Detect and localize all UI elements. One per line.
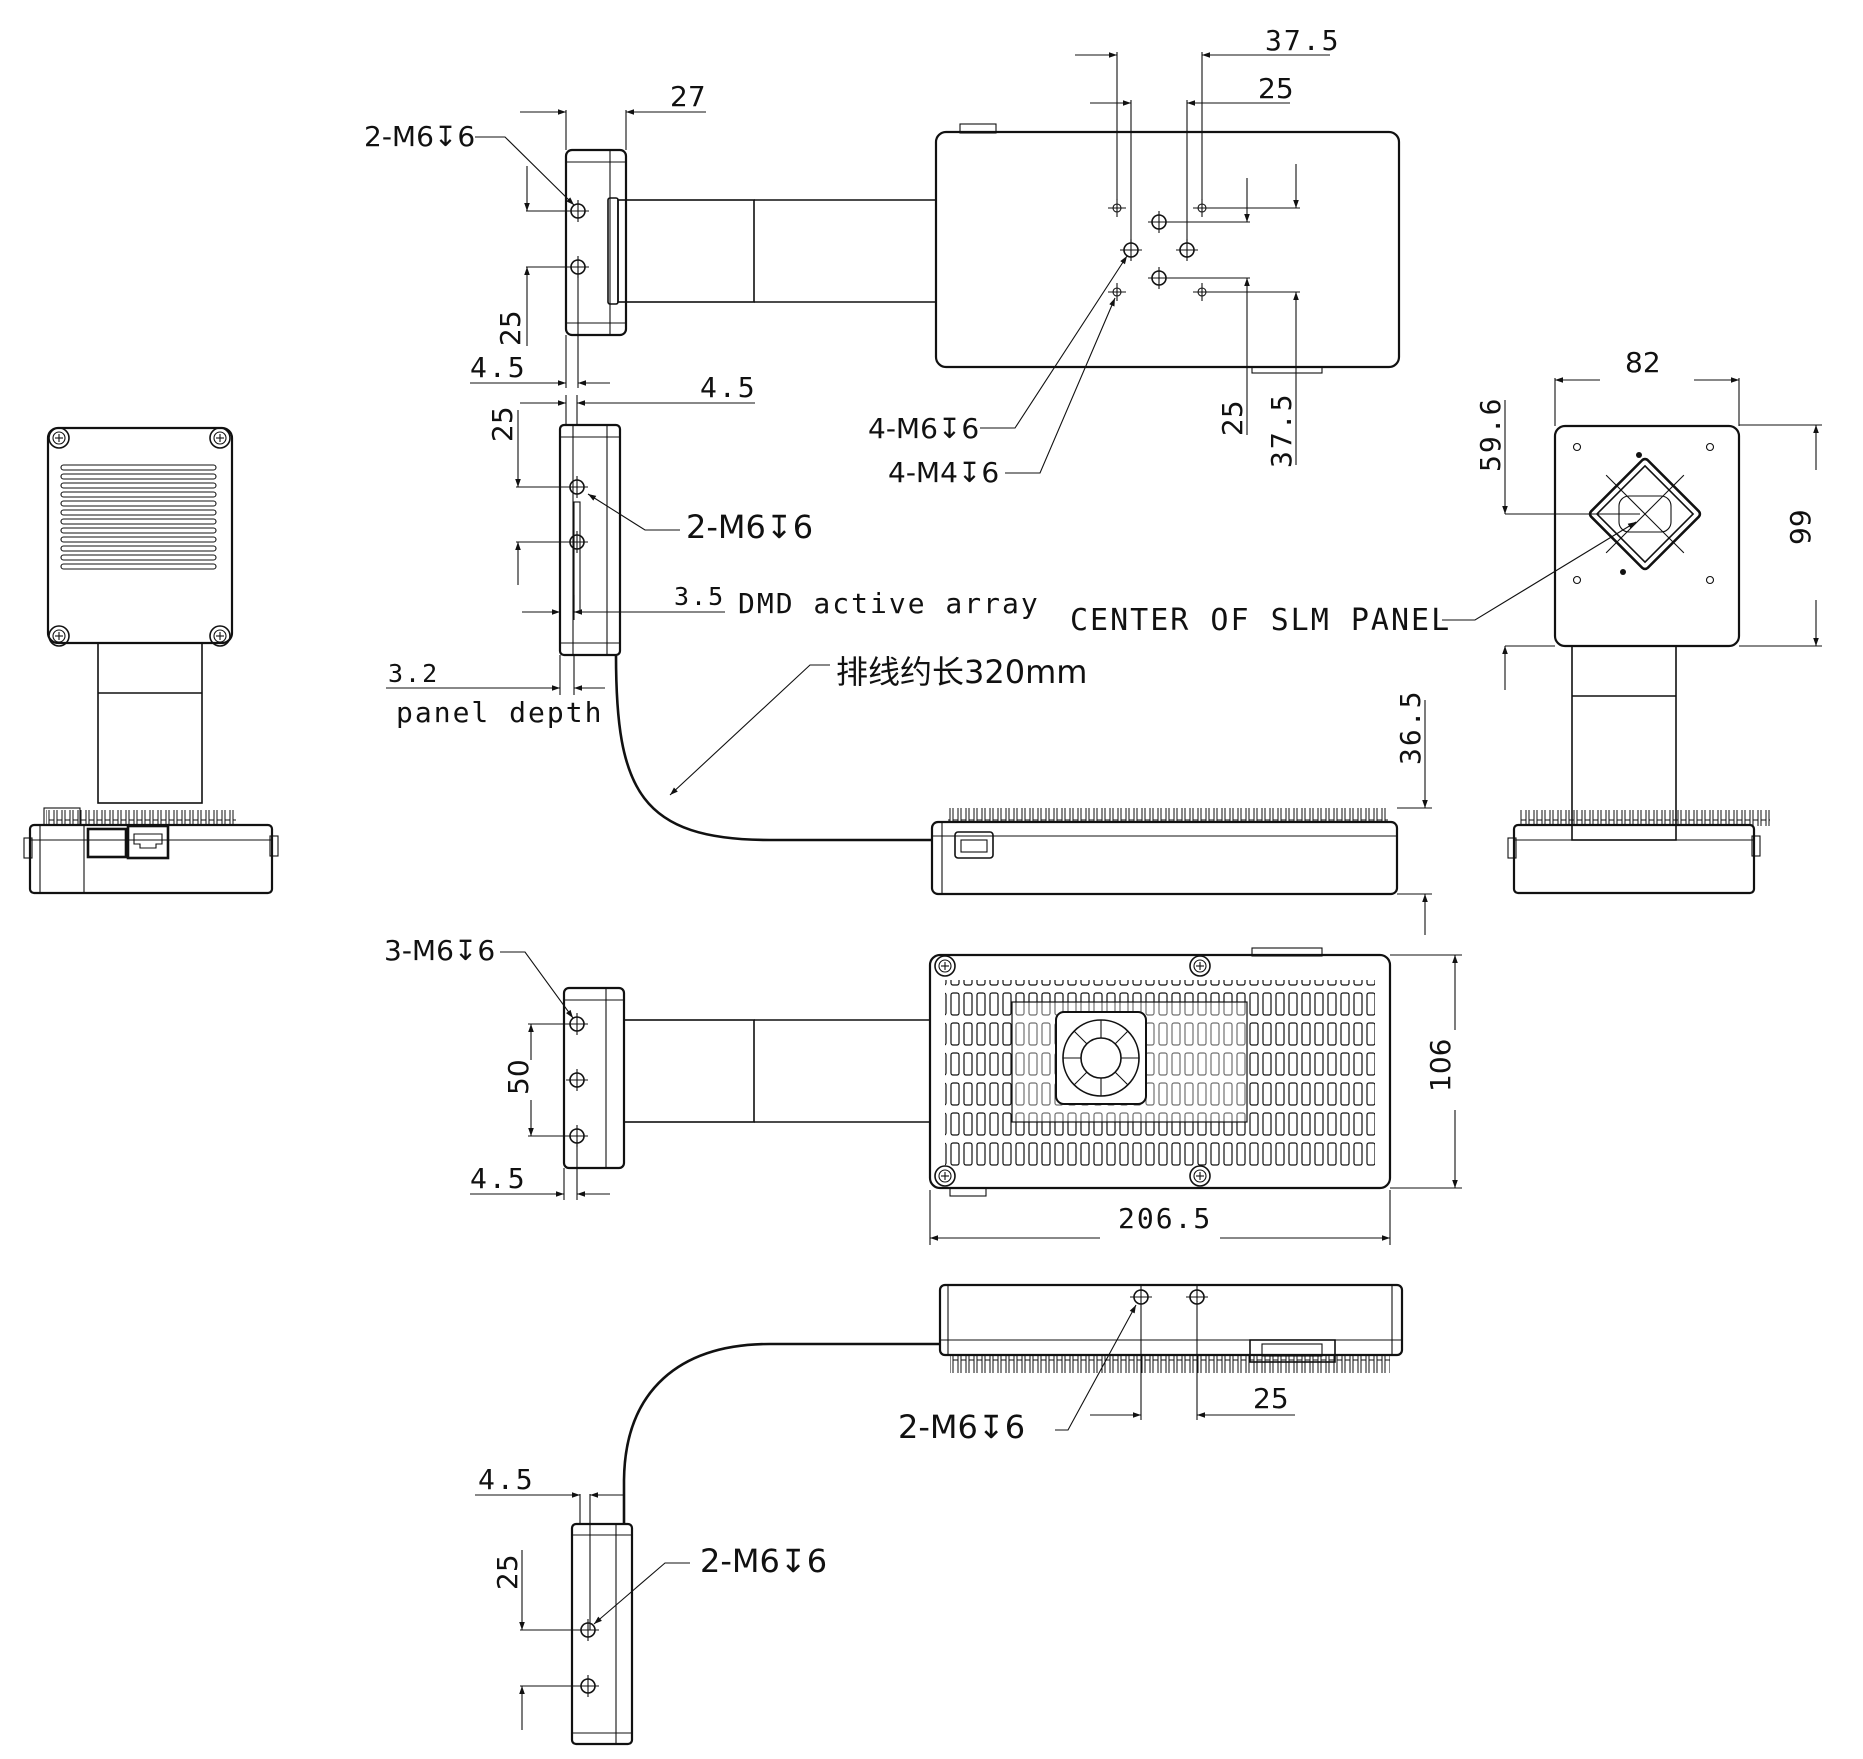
dim-25-rear-head: 25 [491,1554,524,1590]
io-connector-icon [1249,1339,1336,1363]
connector-teeth [46,810,236,826]
dim-4-5-side: 4.5 [700,371,757,404]
callout-rear-controller: 2-M6↧6 [898,1408,1025,1446]
dim-4-5-top: 4.5 [470,351,527,384]
cable-length-label: 排线约长320mm [836,653,1087,691]
callout-3-m6: 3-M6↧6 [384,934,495,967]
panel-depth-label: panel depth [396,696,603,729]
dim-106: 106 [1424,1039,1457,1092]
usb-port-icon [86,827,128,859]
dim-50: 50 [502,1059,535,1095]
ribbon-cable-side [614,654,936,842]
rear-view: 25 2-M6↧6 4.5 25 2-M6↧6 [475,1283,1404,1746]
power-connector-icon [954,831,994,859]
callout-rear-head: 2-M6↧6 [700,1542,827,1580]
callout-4-m4: 4-M4↧6 [888,456,999,489]
dim-206-5: 206.5 [1118,1202,1212,1235]
dim-25-h: 25 [1258,72,1294,105]
slm-panel-window [1588,457,1702,571]
callout-panel-top: 2-M6↧6 [364,120,475,153]
dim-59-6: 59.6 [1474,397,1507,472]
dmd-active-array-label: DMD active array [738,587,1040,620]
dim-25-top-left: 25 [494,310,527,346]
side-view: 4.5 25 2-M6↧6 3.5 DMD active array 3.2 p… [386,371,1432,935]
dim-37-5-v: 37.5 [1265,393,1298,468]
left-end-view [23,426,279,895]
bottom-view: 3-M6↧6 50 4.5 206.5 106 [384,934,1462,1245]
dim-82: 82 [1625,346,1661,379]
dim-3-5: 3.5 [674,582,725,611]
callout-4-m6: 4-M6↧6 [868,412,979,445]
dim-25-side: 25 [486,406,519,442]
dim-3-2: 3.2 [388,659,439,688]
controller-rear [938,1283,1404,1357]
panel-head-top [564,148,628,337]
dim-4-5-rear: 4.5 [478,1463,535,1496]
ribbon-cable-top [617,199,755,303]
center-of-slm-label: CENTER OF SLM PANEL [1070,603,1451,638]
dim-36-5: 36.5 [1394,690,1427,765]
controller-top [934,130,1401,369]
controller-side [930,820,1399,896]
dim-25-rear: 25 [1253,1382,1289,1415]
dim-37-5-h: 37.5 [1265,24,1340,57]
dim-4-5-bottom: 4.5 [470,1162,527,1195]
dim-99: 99 [1784,509,1817,545]
dim-27: 27 [670,80,706,113]
front-view: 82 99 59.6 CENTER OF SLM PANEL [1070,346,1822,895]
callout-side: 2-M6↧6 [686,508,813,546]
ribbon-cable-rear [622,1342,940,1524]
dim-25-v: 25 [1216,400,1249,436]
ethernet-port-icon [126,824,170,860]
vent-slots [60,464,217,570]
top-view: 27 2-M6↧6 25 4.5 37.5 25 25 [364,24,1401,489]
